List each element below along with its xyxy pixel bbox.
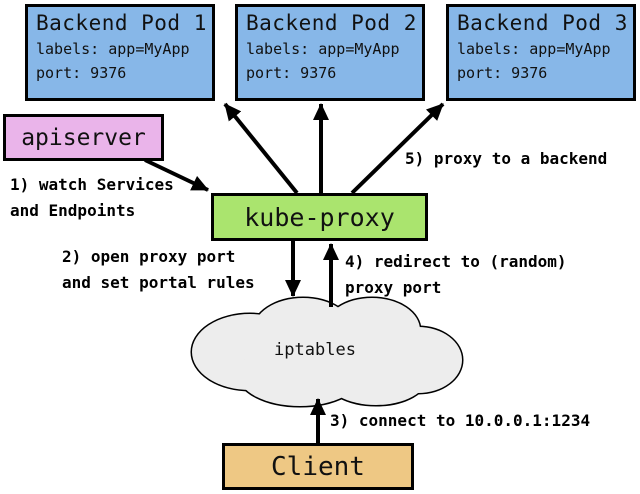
pod-port: port: 9376 bbox=[457, 64, 548, 82]
step4-line1: 4) redirect to (random) bbox=[345, 252, 567, 271]
kube-proxy-node: kube-proxy bbox=[211, 193, 428, 241]
arrow-apiserver-to-kube-proxy bbox=[144, 158, 209, 192]
backend-pod-2: Backend Pod 2 labels: app=MyApp port: 93… bbox=[235, 4, 425, 101]
step3-annotation: 3) connect to 10.0.0.1:1234 bbox=[330, 411, 591, 430]
step1-line1: 1) watch Services bbox=[10, 175, 174, 194]
client-node: Client bbox=[222, 443, 414, 490]
pod-title: Backend Pod 2 bbox=[246, 11, 417, 35]
step5-annotation: 5) proxy to a backend bbox=[405, 149, 608, 168]
pod-labels: labels: app=MyApp bbox=[246, 40, 400, 58]
backend-pod-3: Backend Pod 3 labels: app=MyApp port: 93… bbox=[446, 4, 636, 101]
pod-labels: labels: app=MyApp bbox=[36, 40, 190, 58]
pod-port: port: 9376 bbox=[246, 64, 337, 82]
step2-annotation: 2) open proxy port and set portal rules bbox=[62, 244, 255, 296]
client-label: Client bbox=[271, 451, 365, 482]
step2-line1: 2) open proxy port bbox=[62, 247, 236, 266]
kube-proxy-label: kube-proxy bbox=[244, 202, 395, 232]
step1-annotation: 1) watch Services and Endpoints bbox=[10, 172, 174, 224]
step2-line2: and set portal rules bbox=[62, 273, 255, 292]
step4-annotation: 4) redirect to (random) proxy port bbox=[345, 249, 567, 301]
pod-title: Backend Pod 1 bbox=[36, 11, 207, 35]
pod-labels: labels: app=MyApp bbox=[457, 40, 611, 58]
arrow-kube-proxy-to-pod1 bbox=[223, 102, 299, 195]
pod-port: port: 9376 bbox=[36, 64, 127, 82]
apiserver-node: apiserver bbox=[3, 114, 164, 161]
step4-line2: proxy port bbox=[345, 278, 442, 297]
step1-line2: and Endpoints bbox=[10, 201, 136, 220]
apiserver-label: apiserver bbox=[21, 124, 146, 151]
arrow-kube-proxy-to-pod3 bbox=[350, 102, 445, 195]
pod-title: Backend Pod 3 bbox=[457, 11, 628, 35]
backend-pod-1: Backend Pod 1 labels: app=MyApp port: 93… bbox=[25, 4, 215, 101]
iptables-label: iptables bbox=[274, 340, 356, 360]
